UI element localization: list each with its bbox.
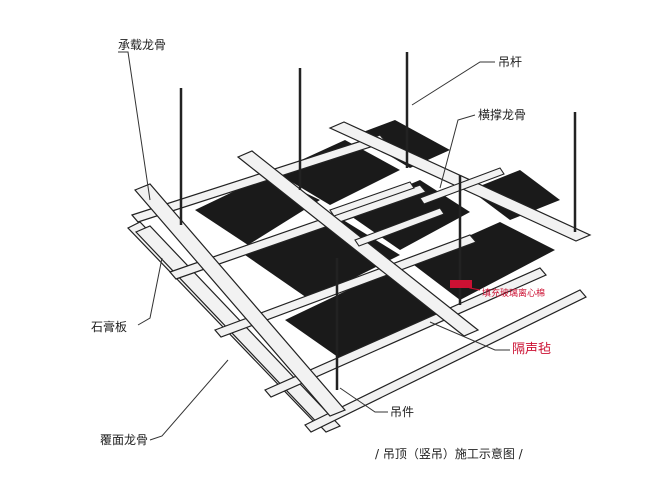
label-main-runner: 承载龙骨 xyxy=(118,38,167,52)
leader-cross-runner xyxy=(439,114,476,189)
ceiling-panel-far-right xyxy=(470,170,560,220)
leader-hanger-rod xyxy=(411,61,495,106)
label-cross-runner: 横撑龙骨 xyxy=(478,108,527,122)
cover-runner-5 xyxy=(304,289,587,433)
label-glass-wool: 填充玻璃离心棉 xyxy=(482,289,546,299)
label-gypsum-board: 石膏板 xyxy=(91,320,128,334)
diagram-caption: / 吊顶（竖吊）施工示意图 / xyxy=(375,447,523,461)
glass-wool-marker xyxy=(450,280,472,288)
cover-runners xyxy=(130,134,587,433)
label-hanger-rod: 吊杆 xyxy=(498,55,523,69)
leader-sound-felt xyxy=(429,321,510,351)
ceiling-panel-right xyxy=(410,222,555,300)
leader-glass-wool xyxy=(461,283,481,291)
leader-lines xyxy=(118,51,510,441)
ceiling-panel-back-mid xyxy=(275,140,400,205)
label-sound-felt: 隔声毡 xyxy=(512,342,552,357)
cross-runner-3 xyxy=(419,167,505,205)
ceiling-panel-back-right xyxy=(355,120,450,168)
cross-runners xyxy=(329,167,505,247)
leader-hanger-clip xyxy=(339,387,388,413)
label-cover-runner: 覆面龙骨 xyxy=(100,433,149,447)
main-runner-left xyxy=(133,183,347,417)
leader-cover-runner xyxy=(149,359,229,441)
cross-runner-1 xyxy=(329,181,415,217)
leader-gypsum-board xyxy=(137,257,163,326)
leader-main-runner xyxy=(118,51,151,201)
cross-runner-2 xyxy=(354,207,445,247)
label-hanger-clip: 吊件 xyxy=(390,405,415,419)
ceiling-panel-center xyxy=(245,215,400,300)
